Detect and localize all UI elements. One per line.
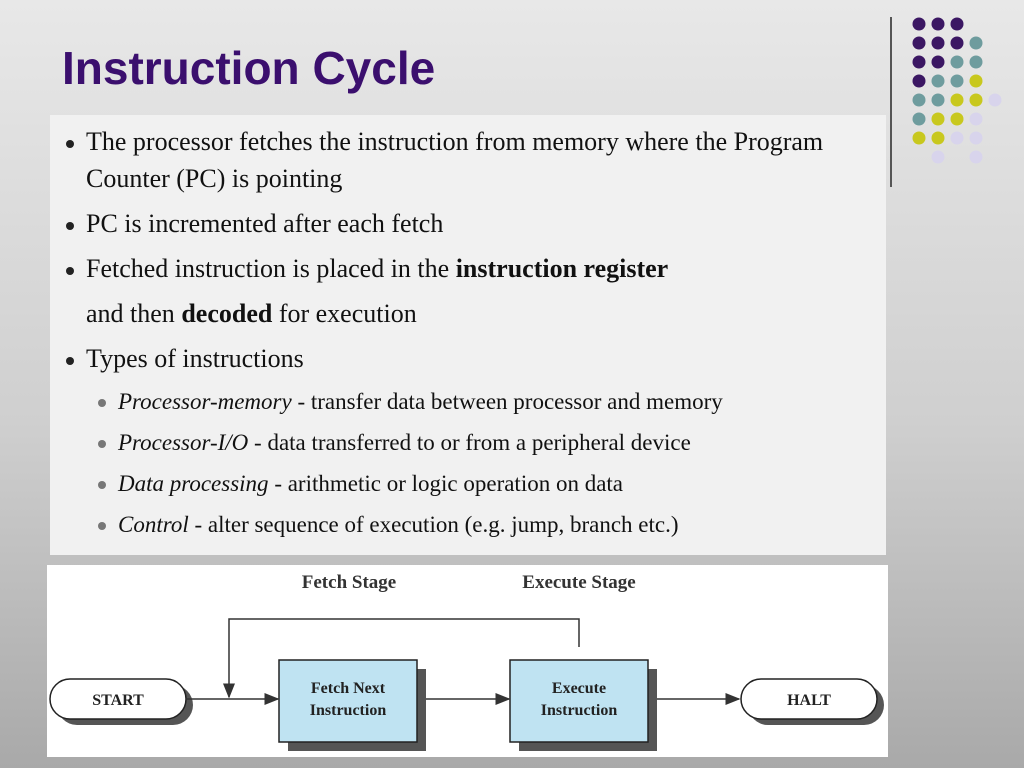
decorative-dot: [931, 36, 945, 50]
decorative-dot: [969, 150, 983, 164]
decorative-dot: [950, 131, 964, 145]
decorative-dot: [950, 36, 964, 50]
bullet-text: Types of instructions: [86, 344, 304, 373]
bullet-text: PC is incremented after each fetch: [86, 209, 444, 238]
bullet-item: PC is incremented after each fetch: [64, 205, 870, 242]
bullet-content-box: The processor fetches the instruction fr…: [50, 115, 886, 555]
sub-bullet-dot-icon: [98, 399, 106, 407]
decorative-dot: [931, 74, 945, 88]
sub-bullet-item: Processor-I/O - data transferred to or f…: [64, 426, 870, 459]
sub-bullet-desc: - transfer data between processor and me…: [291, 389, 723, 414]
sub-bullet-desc: - arithmetic or logic operation on data: [268, 471, 624, 496]
decorative-dot: [969, 112, 983, 126]
decorative-dot: [988, 93, 1002, 107]
sub-bullet-item: Control - alter sequence of execution (e…: [64, 508, 870, 541]
sub-bullet-dot-icon: [98, 522, 106, 530]
sub-bullet-dot-icon: [98, 481, 106, 489]
decorative-dot: [931, 131, 945, 145]
decorative-dot: [912, 17, 926, 31]
fetch-stage-label: Fetch Stage: [302, 572, 396, 593]
bullet-continuation: and then decoded for execution: [64, 295, 870, 332]
decorative-dot: [931, 17, 945, 31]
sub-bullet-dot-icon: [98, 440, 106, 448]
decorative-dot: [950, 55, 964, 69]
bullet-item: Types of instructions: [64, 340, 870, 377]
start-node: START: [49, 678, 193, 725]
bullet-bold-term: decoded: [181, 299, 273, 328]
execute-box-label-line1: Execute: [552, 680, 606, 697]
bullet-dot-icon: [66, 222, 74, 230]
decorative-dot: [931, 112, 945, 126]
decorative-dot: [912, 36, 926, 50]
decorative-dot: [969, 36, 983, 50]
loop-back-arrow: [223, 618, 580, 699]
execute-box-label-line2: Instruction: [541, 702, 618, 719]
decorative-dot: [931, 150, 945, 164]
sub-bullet-desc: - data transferred to or from a peripher…: [248, 430, 691, 455]
decorative-dot: [969, 74, 983, 88]
decorative-dot: [912, 112, 926, 126]
start-node-label: START: [92, 692, 144, 709]
sub-bullet-term: Data processing: [118, 471, 269, 496]
bullet-dot-icon: [66, 357, 74, 365]
decorative-dot: [950, 74, 964, 88]
sub-bullet-item: Processor-memory - transfer data between…: [64, 385, 870, 418]
bullet-item: Fetched instruction is placed in the ins…: [64, 250, 870, 287]
execute-box-shape: [509, 659, 649, 743]
bullet-text-prefix: and then: [86, 299, 182, 328]
bullet-text-prefix: Fetched instruction is placed in the: [86, 254, 456, 283]
decorative-dot: [912, 55, 926, 69]
fetch-next-instruction-box: Fetch Next Instruction: [278, 659, 426, 751]
title-divider-line: [890, 17, 892, 187]
decorative-dot: [950, 112, 964, 126]
execute-stage-label: Execute Stage: [522, 572, 635, 593]
halt-node-shape: [740, 678, 878, 720]
bullet-dot-icon: [66, 140, 74, 148]
decorative-dot: [969, 55, 983, 69]
decorative-dot: [969, 93, 983, 107]
decorative-dot: [950, 93, 964, 107]
decorative-dot: [912, 74, 926, 88]
decorative-dot: [950, 17, 964, 31]
decorative-dot: [912, 131, 926, 145]
halt-node-label: HALT: [787, 692, 831, 709]
sub-bullet-term: Control: [118, 512, 189, 537]
decorative-dot-grid: [912, 17, 1002, 164]
sub-bullet-term: Processor-I/O: [118, 430, 249, 455]
bullet-item: The processor fetches the instruction fr…: [64, 123, 870, 197]
decorative-dot: [969, 131, 983, 145]
instruction-cycle-diagram: Fetch Stage Execute Stage START Fetch Ne…: [47, 565, 888, 757]
fetch-box-label-line2: Instruction: [310, 702, 387, 719]
decorative-dot: [931, 93, 945, 107]
sub-bullet-term: Processor-memory: [118, 389, 292, 414]
decorative-dot: [931, 55, 945, 69]
halt-node: HALT: [740, 678, 884, 725]
bullet-text-suffix: for execution: [272, 299, 417, 328]
execute-instruction-box: Execute Instruction: [509, 659, 657, 751]
slide-title: Instruction Cycle: [62, 42, 436, 94]
sub-bullet-desc: - alter sequence of execution (e.g. jump…: [188, 512, 679, 537]
bullet-text: The processor fetches the instruction fr…: [86, 127, 824, 193]
bullet-dot-icon: [66, 267, 74, 275]
fetch-box-label-line1: Fetch Next: [311, 680, 386, 697]
sub-bullet-item: Data processing - arithmetic or logic op…: [64, 467, 870, 500]
bullet-bold-term: instruction register: [455, 254, 669, 283]
fetch-box-shape: [278, 659, 418, 743]
decorative-dot: [912, 93, 926, 107]
